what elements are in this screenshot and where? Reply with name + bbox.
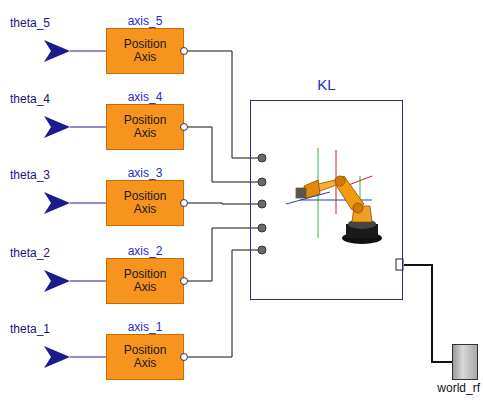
block-name: axis_4 xyxy=(97,90,193,104)
input-triangle xyxy=(44,116,70,138)
block-type: Position Axis xyxy=(120,344,170,370)
output-port xyxy=(180,353,188,361)
signal-name: theta_1 xyxy=(10,322,50,336)
connection-line xyxy=(188,250,258,357)
block-name: axis_3 xyxy=(97,166,193,180)
signal-line xyxy=(70,357,106,358)
signal-line xyxy=(70,281,106,282)
position-axis-block: axis_3Position Axis xyxy=(106,180,184,226)
connection-line xyxy=(188,127,258,182)
robot-arm xyxy=(296,176,372,222)
robot-block: KL xyxy=(250,100,403,300)
connection-line xyxy=(188,203,258,204)
block-name: KL xyxy=(251,76,402,93)
input-triangle xyxy=(44,270,70,292)
block-name: axis_5 xyxy=(97,14,193,28)
block-name: world_rf xyxy=(437,381,480,395)
output-port xyxy=(180,199,188,207)
signal-line xyxy=(70,51,106,52)
block-name: axis_2 xyxy=(97,244,193,258)
input-triangle xyxy=(44,192,70,214)
output-port xyxy=(180,47,188,55)
input-connector: theta_5 xyxy=(44,40,70,62)
position-axis-block: axis_1Position Axis xyxy=(106,334,184,380)
input-connector: theta_3 xyxy=(44,192,70,214)
input-triangle xyxy=(44,40,70,62)
output-port xyxy=(180,123,188,131)
position-axis-block: axis_4Position Axis xyxy=(106,104,184,150)
input-triangle xyxy=(44,346,70,368)
input-connector: theta_4 xyxy=(44,116,70,138)
block-type: Position Axis xyxy=(120,268,170,294)
robot-base xyxy=(342,219,382,244)
signal-name: theta_4 xyxy=(10,92,50,106)
input-connector: theta_1 xyxy=(44,346,70,368)
block-type: Position Axis xyxy=(120,114,170,140)
world-frame-block: world_rf xyxy=(452,344,478,380)
connection-line xyxy=(404,265,452,362)
position-axis-block: axis_2Position Axis xyxy=(106,258,184,304)
connection-line xyxy=(188,228,258,281)
input-connector: theta_2 xyxy=(44,270,70,292)
output-port xyxy=(180,277,188,285)
output-port xyxy=(396,259,403,270)
block-type: Position Axis xyxy=(120,190,170,216)
signal-name: theta_2 xyxy=(10,246,50,260)
position-axis-block: axis_5Position Axis xyxy=(106,28,184,74)
signal-line xyxy=(70,203,106,204)
signal-name: theta_3 xyxy=(10,168,50,182)
input-ports xyxy=(258,154,266,254)
connection-line xyxy=(188,51,258,158)
block-type: Position Axis xyxy=(120,38,170,64)
signal-line xyxy=(70,127,106,128)
block-name: axis_1 xyxy=(97,320,193,334)
signal-name: theta_5 xyxy=(10,16,50,30)
